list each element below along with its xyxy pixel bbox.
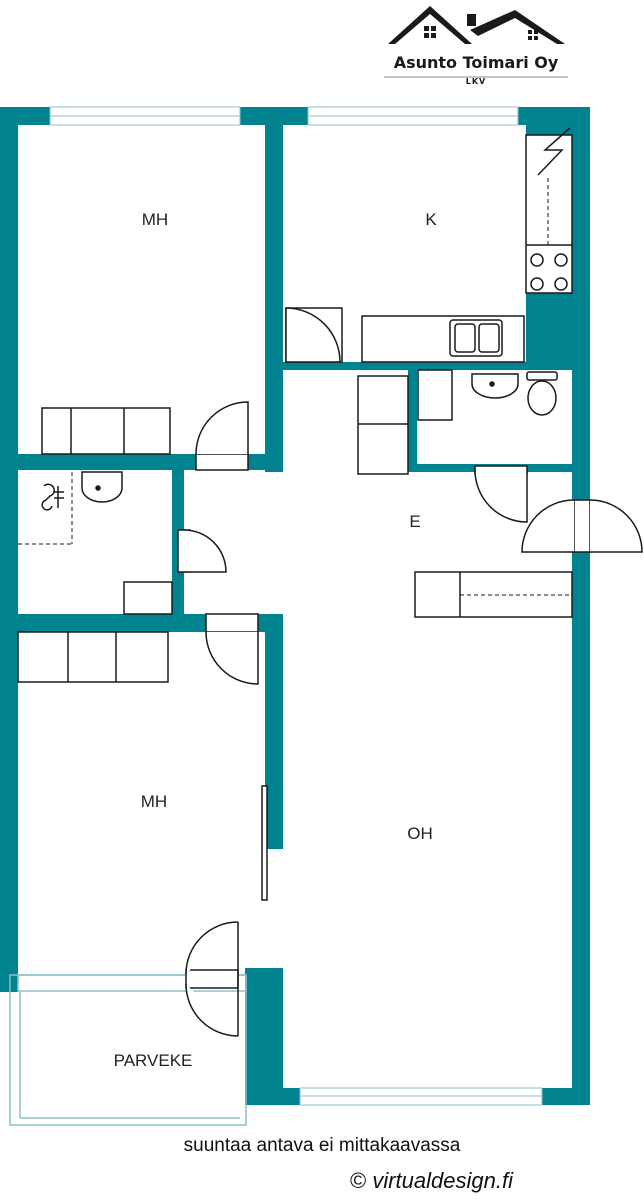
room-label-kitchen: K bbox=[425, 210, 437, 229]
credit-site: virtualdesign.fi bbox=[372, 1168, 513, 1193]
brand-name: Asunto Toimari Oy bbox=[394, 53, 559, 72]
room-labels: MH K E MH OH PARVEKE bbox=[114, 210, 438, 1070]
windows bbox=[49, 106, 543, 1106]
brand-sub: LKV bbox=[466, 77, 487, 86]
balcony bbox=[9, 974, 247, 1126]
doors bbox=[177, 307, 643, 1037]
room-label-entry: E bbox=[409, 512, 420, 531]
scale-note: suuntaa antava ei mittakaavassa bbox=[183, 1135, 461, 1156]
copyright-credit: © virtualdesign.fi bbox=[350, 1168, 513, 1194]
company-logo: Asunto Toimari Oy LKV bbox=[384, 6, 568, 86]
copyright-symbol: © bbox=[350, 1168, 367, 1193]
room-label-mh-bottom: MH bbox=[141, 792, 167, 811]
room-label-living: OH bbox=[407, 824, 433, 843]
furniture bbox=[17, 127, 573, 683]
room-label-mh-top: MH bbox=[142, 210, 168, 229]
room-label-balcony: PARVEKE bbox=[114, 1051, 193, 1070]
